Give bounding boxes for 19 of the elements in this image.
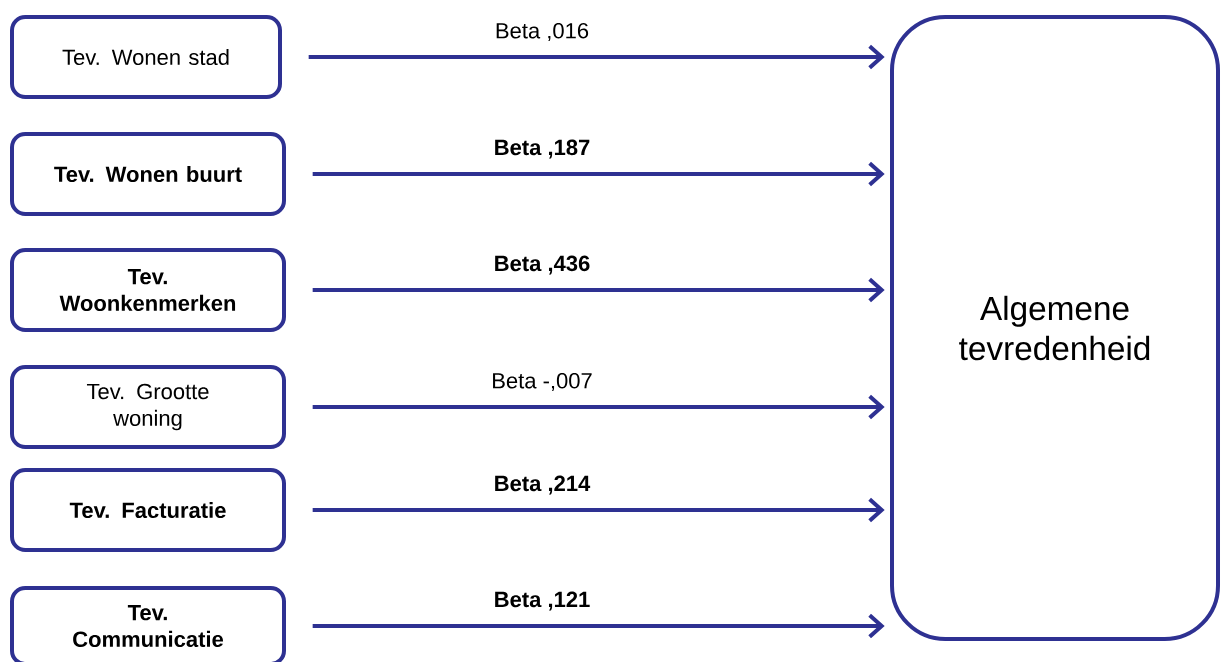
arrow bbox=[308, 44, 885, 70]
factor-box: Tev. Wonen stad bbox=[10, 15, 282, 99]
edge-label: Beta ,214 bbox=[495, 475, 591, 495]
arrow bbox=[312, 613, 885, 639]
factor-box: Tev. Wonen buurt bbox=[10, 132, 286, 216]
arrow bbox=[312, 497, 885, 523]
factor-box: Tev. Facturatie bbox=[10, 468, 286, 552]
arrow bbox=[312, 394, 885, 420]
factor-box: Tev. Woonkenmerken bbox=[10, 248, 286, 332]
edge-label: Beta ,436 bbox=[495, 255, 590, 275]
arrow bbox=[312, 277, 885, 303]
result-box: Algemene tevredenheid bbox=[890, 15, 1220, 641]
edge-label: Beta ,187 bbox=[495, 139, 590, 159]
arrow bbox=[312, 161, 885, 187]
factor-box: Tev. Grootte woning bbox=[10, 365, 286, 449]
edge-label: Beta ,016 bbox=[496, 22, 589, 42]
factor-box: Tev. Communicatie bbox=[10, 586, 286, 662]
edge-label: Beta ,121 bbox=[495, 591, 590, 611]
edge-label: Beta -,007 bbox=[493, 372, 592, 392]
